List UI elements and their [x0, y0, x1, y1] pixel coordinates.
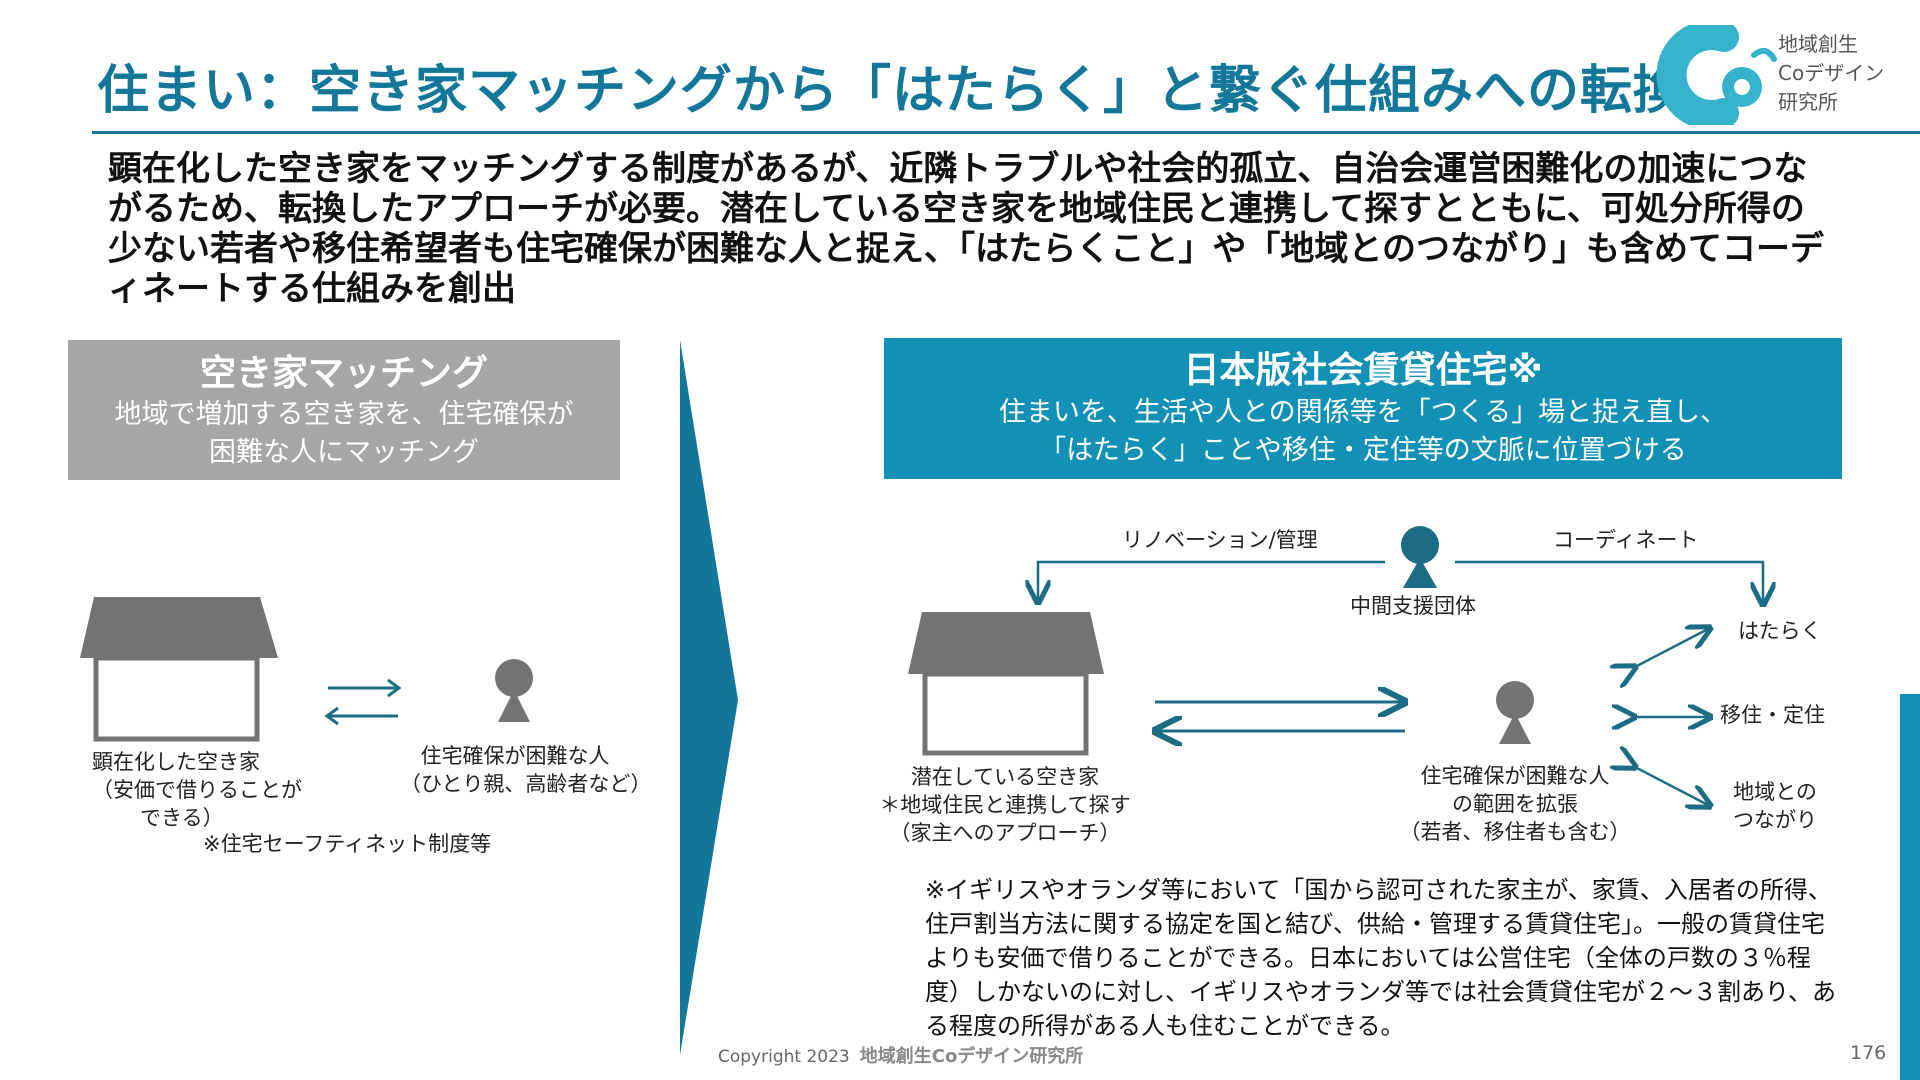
right-person-label: 住宅確保が困難な人 の範囲を拡張 （若者、移住者も含む） [1390, 762, 1640, 846]
chevron-arrow-icon [680, 340, 738, 1055]
left-house-icon [80, 597, 278, 742]
left-house-label: 顕在化した空き家 （安価で借りることが できる） [92, 748, 302, 832]
right-person-label-3: （若者、移住者も含む） [1399, 820, 1631, 844]
outcome-community-1: 地域との [1733, 780, 1817, 804]
right-panel-subtitle-2: 「はたらく」ことや移住・定住等の文脈に位置づける [1039, 435, 1687, 466]
logo-line2: Coデザイン [1778, 61, 1885, 85]
outcome-community: 地域との つながり [1722, 778, 1828, 834]
right-house-label: 潜在している空き家 ＊地域住民と連携して探す （家主へのアプローチ） [860, 763, 1150, 847]
copyright-org: 地域創生Coデザイン研究所 [859, 1046, 1084, 1067]
renovation-label: リノベーション/管理 [1122, 528, 1318, 552]
lead-paragraph: 顕在化した空き家をマッチングする制度があるが、近隣トラブルや社会的孤立、自治会運… [108, 149, 1824, 309]
right-panel-subtitle-1: 住まいを、生活や人との関係等を「つくる」場と捉え直し、 [998, 397, 1728, 428]
right-exchange-arrows-icon [1155, 702, 1405, 731]
logo-text: 地域創生 Coデザイン 研究所 [1778, 30, 1884, 117]
left-house-label-1: 顕在化した空き家 [92, 750, 260, 774]
left-person-icon [495, 659, 533, 722]
logo-icon [1656, 25, 1777, 125]
social-housing-note: ※イギリスやオランダ等において「国から認可された家主が、家賃、入居者の所得、住戸… [925, 876, 1837, 1040]
left-person-label: 住宅確保が困難な人 （ひとり親、高齢者など） [400, 742, 652, 798]
page-number: 176 [1850, 1042, 1887, 1064]
coordinate-label: コーディネート [1553, 528, 1699, 552]
slide-title: 住まい：空き家マッチングから「はたらく」と繋ぐ仕組みへの転換 [97, 61, 1686, 121]
left-panel-subtitle-2: 困難な人にマッチング [209, 437, 479, 468]
right-person-icon [1496, 681, 1534, 744]
left-panel-heading: 空き家マッチング [199, 353, 488, 394]
side-accent-bar [1900, 694, 1920, 1080]
outcome-community-2: つながり [1733, 808, 1817, 832]
outcome-arrows-icon [1632, 629, 1708, 805]
left-exchange-arrows-icon [324, 678, 402, 726]
right-panel-header: 日本版社会賃貸住宅※ 住まいを、生活や人との関係等を「つくる」場と捉え直し、 「… [884, 338, 1842, 479]
outcome-migration: 移住・定住 [1720, 703, 1825, 727]
copyright-text: Copyright 2023 [718, 1047, 850, 1067]
title-underline [92, 131, 1920, 134]
right-house-label-1: 潜在している空き家 [910, 765, 1100, 789]
right-house-icon [908, 612, 1104, 756]
left-panel-header: 空き家マッチング 地域で増加する空き家を、住宅確保が 困難な人にマッチング [68, 340, 620, 480]
copyright: Copyright 2023 地域創生Coデザイン研究所 [718, 1042, 1083, 1068]
left-house-label-2: （安価で借りることが [92, 778, 302, 802]
left-footnote: ※住宅セーフティネット制度等 [203, 832, 492, 856]
left-house-label-3: できる） [140, 806, 224, 830]
outcome-work: はたらく [1738, 619, 1822, 643]
logo-line1: 地域創生 [1778, 32, 1858, 56]
right-house-label-2: ＊地域住民と連携して探す [879, 793, 1131, 817]
support-org-icon [1401, 526, 1439, 588]
right-house-label-3: （家主へのアプローチ） [889, 821, 1121, 845]
left-panel-subtitle-1: 地域で増加する空き家を、住宅確保が [114, 399, 574, 430]
left-person-label-1: 住宅確保が困難な人 [420, 744, 610, 768]
logo-line3: 研究所 [1778, 90, 1838, 114]
right-panel-heading: 日本版社会賃貸住宅※ [1183, 350, 1543, 391]
support-org-label: 中間支援団体 [1350, 594, 1476, 618]
right-person-label-2: の範囲を拡張 [1452, 792, 1578, 816]
left-person-label-2: （ひとり親、高齢者など） [400, 772, 652, 796]
right-person-label-1: 住宅確保が困難な人 [1420, 764, 1610, 788]
